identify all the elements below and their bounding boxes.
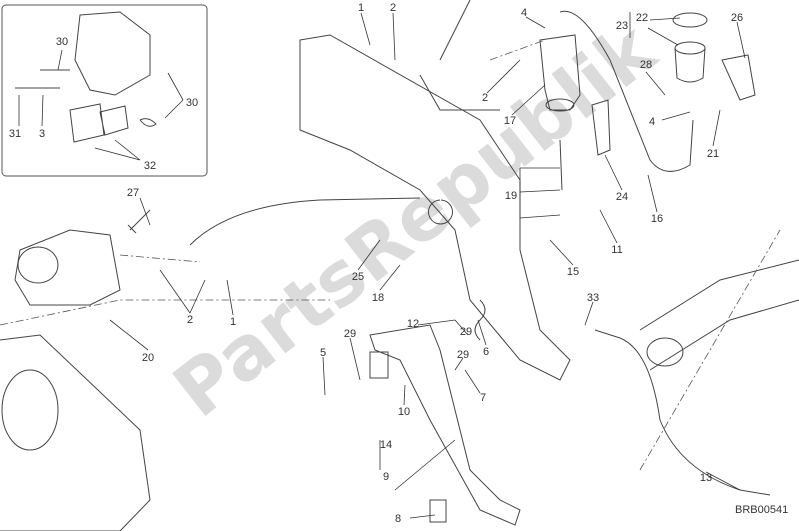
watermark: PartsRepublik: [158, 6, 672, 434]
inset-label-32: 32: [144, 160, 156, 172]
reservoir-hose: [559, 10, 694, 172]
drawing-code: BRB00541: [735, 504, 788, 516]
label-4: 4: [521, 7, 527, 19]
brake-pedal: [369, 299, 521, 526]
label-9: 9: [383, 471, 389, 483]
label-2b: 2: [482, 92, 488, 104]
label-19: 19: [505, 190, 517, 202]
label-14: 14: [380, 439, 392, 451]
label-29b: 29: [344, 328, 356, 340]
label-27: 27: [127, 187, 139, 199]
label-17: 17: [504, 115, 516, 127]
label-8: 8: [395, 513, 401, 525]
inset-label-30b: 30: [186, 97, 198, 109]
inset-label-30a: 30: [56, 36, 68, 48]
master-cylinder: [539, 34, 581, 191]
label-11: 11: [611, 244, 622, 256]
label-29a: 29: [460, 326, 472, 338]
label-23: 23: [616, 20, 628, 32]
frame-bracket: [299, 34, 799, 381]
label-21: 21: [707, 148, 719, 160]
label-2c: 2: [187, 314, 193, 326]
label-2: 2: [390, 2, 396, 14]
label-6: 6: [483, 346, 489, 358]
label-20: 20: [142, 352, 154, 364]
upper-hose: [419, 0, 500, 111]
label-16: 16: [651, 213, 663, 225]
label-4b: 4: [649, 116, 655, 128]
caliper-bracket: [0, 334, 151, 531]
reservoir: [672, 12, 756, 101]
label-29c: 29: [457, 349, 469, 361]
label-1: 1: [358, 2, 364, 14]
label-26: 26: [731, 12, 743, 24]
label-15: 15: [567, 266, 579, 278]
label-28: 28: [640, 59, 652, 71]
label-10: 10: [398, 406, 410, 418]
rear-brake-caliper: [14, 209, 151, 306]
label-25: 25: [352, 271, 364, 283]
mounting-plate: [591, 99, 611, 156]
label-7: 7: [480, 392, 486, 404]
inset-label-3: 3: [39, 128, 45, 140]
label-13: 13: [700, 472, 712, 484]
label-5: 5: [320, 347, 326, 359]
label-1b: 1: [230, 316, 236, 328]
caliper-detail-inset: 30 31 3 30 32: [1, 4, 208, 177]
brake-light-switch-wire: [594, 329, 771, 496]
label-12: 12: [407, 318, 419, 330]
label-18: 18: [372, 292, 384, 304]
label-22: 22: [636, 12, 648, 24]
inset-label-31: 31: [9, 128, 21, 140]
leader-lines: [109, 12, 746, 519]
brake-hose: [189, 197, 421, 246]
label-24: 24: [616, 191, 628, 203]
label-33: 33: [587, 292, 599, 304]
